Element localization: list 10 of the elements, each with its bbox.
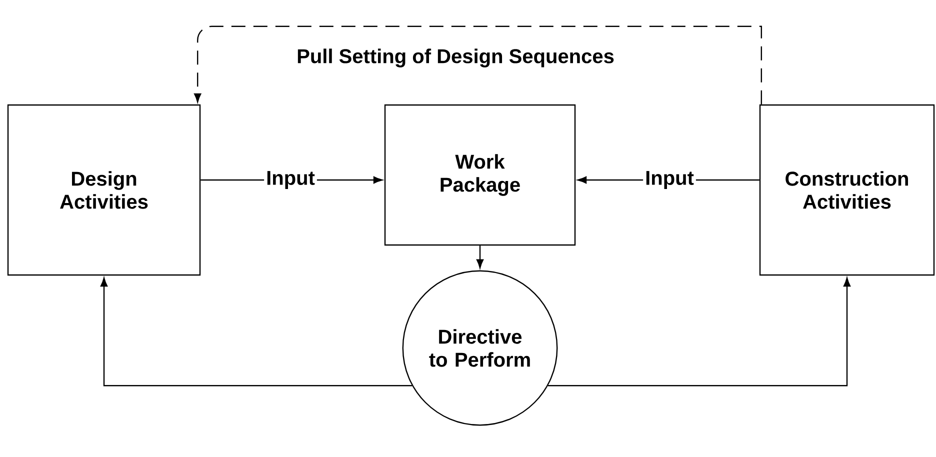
process-box: Construction Activities <box>759 104 935 276</box>
edge-label: Input <box>264 169 317 191</box>
process-box: Work Package <box>384 104 576 246</box>
arrow <box>548 278 851 386</box>
arrow <box>100 278 412 386</box>
edge-label: Input <box>643 169 696 191</box>
arrow <box>476 246 484 268</box>
process-box: Design Activities <box>7 104 201 276</box>
dashed-arrow <box>194 26 762 104</box>
edge-label: Pull Setting of Design Sequences <box>294 46 616 70</box>
